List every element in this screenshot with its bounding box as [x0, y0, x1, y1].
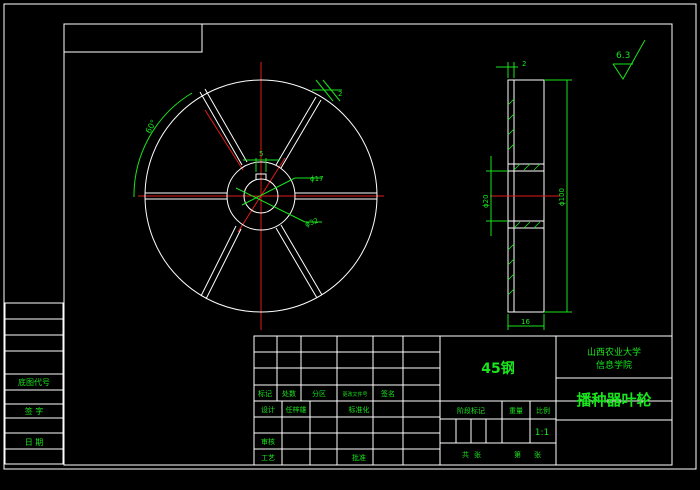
side-riqi: 日 期	[25, 438, 44, 447]
tb-chushu: 处数	[282, 389, 296, 398]
material: 45钢	[481, 360, 514, 377]
tb-zhang2: 张	[534, 450, 541, 459]
side-block	[4, 302, 64, 465]
bore-dia-dim: ϕ17	[310, 175, 324, 183]
side-thickness-dim: 16	[521, 318, 530, 326]
school-line2: 信息学院	[596, 359, 632, 371]
front-view: 60° 2 5 ϕ17 ϕ32	[133, 62, 384, 330]
tb-biaoji: 标记	[258, 389, 272, 398]
tb-zhongliang: 重量	[509, 407, 523, 415]
tb-jieduan: 阶段标记	[457, 406, 485, 415]
hub-circle	[226, 161, 296, 231]
tb-gongyi: 工艺	[261, 454, 275, 462]
keyway-dim: 5	[259, 150, 263, 158]
tb-fenqu: 分区	[312, 389, 326, 398]
tb-sheji: 设计	[261, 405, 275, 414]
tb-biaozhunhua: 标准化	[349, 405, 370, 414]
side-dituhao: 底图代号	[18, 377, 50, 387]
hub-dia-dim: ϕ32	[304, 217, 319, 229]
tb-designer: 任梓雄	[286, 405, 307, 414]
roughness-value: 6.3	[616, 51, 630, 61]
tb-gong: 共	[462, 450, 469, 459]
tb-pizhun: 批准	[352, 453, 366, 462]
title-block	[253, 335, 673, 466]
bore-circle	[243, 178, 279, 214]
tb-shenhe: 审核	[261, 437, 275, 446]
roughness-symbol	[612, 39, 646, 80]
side-top-dim: 2	[522, 60, 526, 68]
tb-gengai: 更改文件号	[342, 391, 367, 398]
part-name: 播种器叶轮	[576, 391, 651, 409]
tb-di: 第	[514, 450, 521, 459]
tb-bili: 比例	[536, 406, 550, 415]
tb-zhang: 张	[474, 450, 481, 459]
blade-width-dim: 2	[338, 90, 342, 98]
side-view: 2 ϕ100 ϕ20 16	[482, 60, 572, 330]
side-bore-dim: ϕ20	[482, 194, 490, 208]
outer-rim	[144, 79, 378, 313]
side-outer-dia-dim: ϕ100	[558, 188, 566, 206]
tb-qianming: 签名	[381, 389, 395, 398]
side-qianzi: 签 字	[25, 406, 44, 416]
school-line1: 山西农业大学	[587, 346, 641, 358]
keyway	[255, 173, 267, 180]
scale-value: 1:1	[535, 428, 549, 438]
